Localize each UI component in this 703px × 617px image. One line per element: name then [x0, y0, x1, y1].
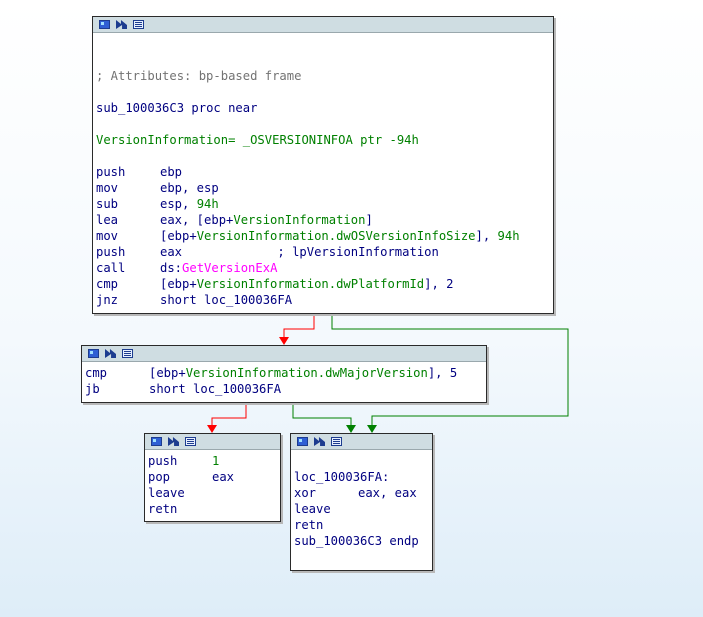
block-titlebar: [82, 346, 486, 362]
import-name: GetVersionExA: [182, 261, 278, 275]
asm-line[interactable]: cmp[ebp+VersionInformation.dwMajorVersio…: [85, 366, 458, 380]
block-titlebar: [145, 434, 280, 450]
edge-b2-to-b4: [292, 403, 352, 427]
edge-main-to-b2: [283, 314, 315, 339]
flow-chart-icon[interactable]: [314, 437, 325, 446]
graph-block-version-check[interactable]: cmp[ebp+VersionInformation.dwMajorVersio…: [81, 345, 487, 403]
graph-block-main[interactable]: ; Attributes: bp-based frame sub_100036C…: [92, 16, 554, 314]
var-name[interactable]: VersionInformation: [96, 133, 229, 147]
block-titlebar: [93, 17, 553, 33]
text-view-icon[interactable]: [185, 437, 196, 446]
arrow-head: [367, 425, 377, 433]
asm-line[interactable]: mov[ebp+VersionInformation.dwOSVersionIn…: [96, 229, 520, 243]
proc-end: sub_100036C3 endp: [294, 534, 419, 548]
text-view-icon[interactable]: [122, 349, 133, 358]
asm-line[interactable]: leave: [148, 486, 185, 500]
text-view-icon[interactable]: [133, 20, 144, 29]
asm-line[interactable]: leave: [294, 502, 331, 516]
graph-view-icon[interactable]: [151, 437, 162, 446]
flow-chart-icon[interactable]: [168, 437, 179, 446]
arrow-head: [207, 425, 217, 433]
graph-view-icon[interactable]: [88, 349, 99, 358]
graph-view-icon[interactable]: [297, 437, 308, 446]
arrow-head: [279, 337, 289, 345]
asm-line[interactable]: retn: [148, 502, 178, 516]
comment-line: ; Attributes: bp-based frame: [96, 69, 302, 83]
arrow-head: [346, 425, 356, 433]
proc-header: sub_100036C3 proc near: [96, 101, 258, 115]
asm-line[interactable]: retn: [294, 518, 324, 532]
edge-b2-to-b3: [211, 403, 247, 427]
stack-var-line: VersionInformation= _OSVERSIONINFOA ptr …: [96, 133, 419, 147]
edge-main-to-b4: [331, 314, 569, 427]
flow-chart-icon[interactable]: [116, 20, 127, 29]
flow-chart-icon[interactable]: [105, 349, 116, 358]
proc-name[interactable]: sub_100036C3: [96, 101, 185, 115]
text-view-icon[interactable]: [331, 437, 342, 446]
code-label[interactable]: loc_100036FA:: [294, 470, 390, 484]
graph-view-icon[interactable]: [99, 20, 110, 29]
asm-line[interactable]: cmp[ebp+VersionInformation.dwPlatformId]…: [96, 277, 454, 291]
block-titlebar: [291, 434, 432, 450]
